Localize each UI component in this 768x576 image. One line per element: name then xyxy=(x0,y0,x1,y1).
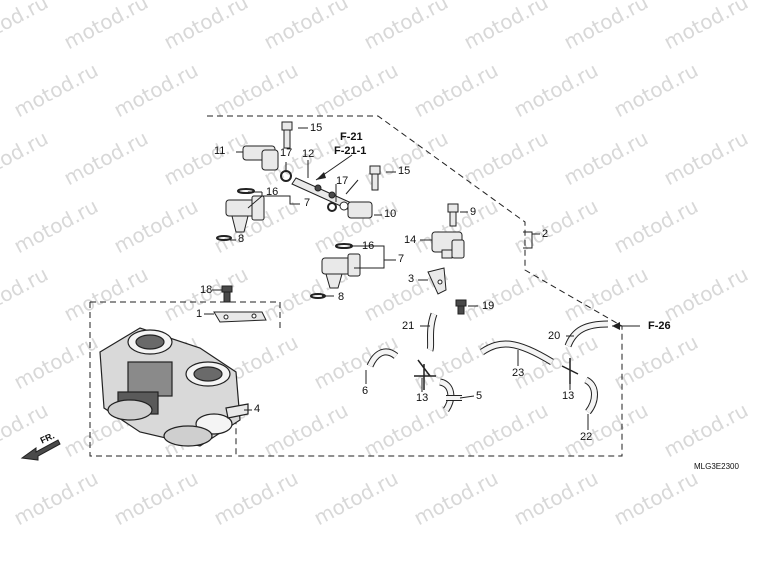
callout-17a: 17 xyxy=(280,147,293,159)
callout-22: 22 xyxy=(580,431,593,443)
callout-11: 11 xyxy=(214,145,226,157)
tube-5 xyxy=(438,378,462,412)
throttle-body-boundary xyxy=(89,301,281,457)
injector-7a xyxy=(225,195,265,233)
callout-14: 14 xyxy=(404,234,417,246)
injector-7b xyxy=(321,253,361,289)
tube-23 xyxy=(480,340,554,365)
callout-10: 10 xyxy=(384,208,397,220)
callout-23: 23 xyxy=(512,367,525,379)
seal-16a xyxy=(237,188,255,194)
callout-16a: 16 xyxy=(266,186,279,198)
callout-8a: 8 xyxy=(238,233,245,245)
plate-1 xyxy=(213,311,267,323)
callout-1: 1 xyxy=(196,308,203,320)
tube-21 xyxy=(426,312,438,352)
screw-19 xyxy=(455,299,467,315)
leader-lines-tubes xyxy=(365,325,589,430)
callout-19: 19 xyxy=(482,300,495,312)
bolt-15b xyxy=(369,165,381,191)
seal-16b xyxy=(335,243,353,249)
map-sensor-14 xyxy=(431,231,465,259)
callout-9: 9 xyxy=(470,206,477,218)
callout-3: 3 xyxy=(408,273,415,285)
callout-4: 4 xyxy=(254,403,261,415)
leader-lines-injectors xyxy=(230,127,396,297)
o-ring-17a xyxy=(280,170,292,182)
callout-bracket-2 xyxy=(523,231,533,249)
callout-7a: 7 xyxy=(304,197,311,209)
callout-2: 2 xyxy=(542,228,549,240)
callout-16b: 16 xyxy=(362,240,375,252)
bolt-18 xyxy=(221,285,233,303)
ref-f21[interactable]: F-21 xyxy=(340,131,363,143)
fuel-joint-10 xyxy=(339,201,373,219)
callout-18: 18 xyxy=(200,284,213,296)
callout-21: 21 xyxy=(402,320,415,332)
callout-20: 20 xyxy=(548,330,561,342)
callout-15b: 15 xyxy=(398,165,411,177)
ref-f21-1[interactable]: F-21-1 xyxy=(334,145,367,157)
assembly-boundary xyxy=(207,115,623,457)
callout-6: 6 xyxy=(362,385,369,397)
callout-7b: 7 xyxy=(398,253,405,265)
ref-f26[interactable]: F-26 xyxy=(648,320,671,332)
callout-15a: 15 xyxy=(310,122,323,134)
tube-20 xyxy=(564,320,609,348)
o-ring-8a xyxy=(216,235,232,241)
callout-17b: 17 xyxy=(336,175,349,187)
diagram-code: MLG3E2300 xyxy=(694,462,739,471)
callout-13b: 13 xyxy=(562,390,575,402)
callout-12: 12 xyxy=(302,148,315,160)
callout-8b: 8 xyxy=(338,291,345,303)
fuel-joint-11 xyxy=(242,145,279,171)
tube-22 xyxy=(584,376,598,415)
joint-13a xyxy=(414,359,436,390)
bracket-3 xyxy=(427,267,447,295)
throttle-body-4 xyxy=(99,327,249,447)
leader-lines-sensor xyxy=(418,211,478,307)
o-ring-17b xyxy=(327,202,337,212)
bolt-15a xyxy=(281,121,293,149)
callout-5: 5 xyxy=(476,390,483,402)
bolt-9 xyxy=(447,203,459,227)
callout-13a: 13 xyxy=(416,392,429,404)
front-arrow xyxy=(20,439,61,461)
tube-6 xyxy=(366,348,399,368)
